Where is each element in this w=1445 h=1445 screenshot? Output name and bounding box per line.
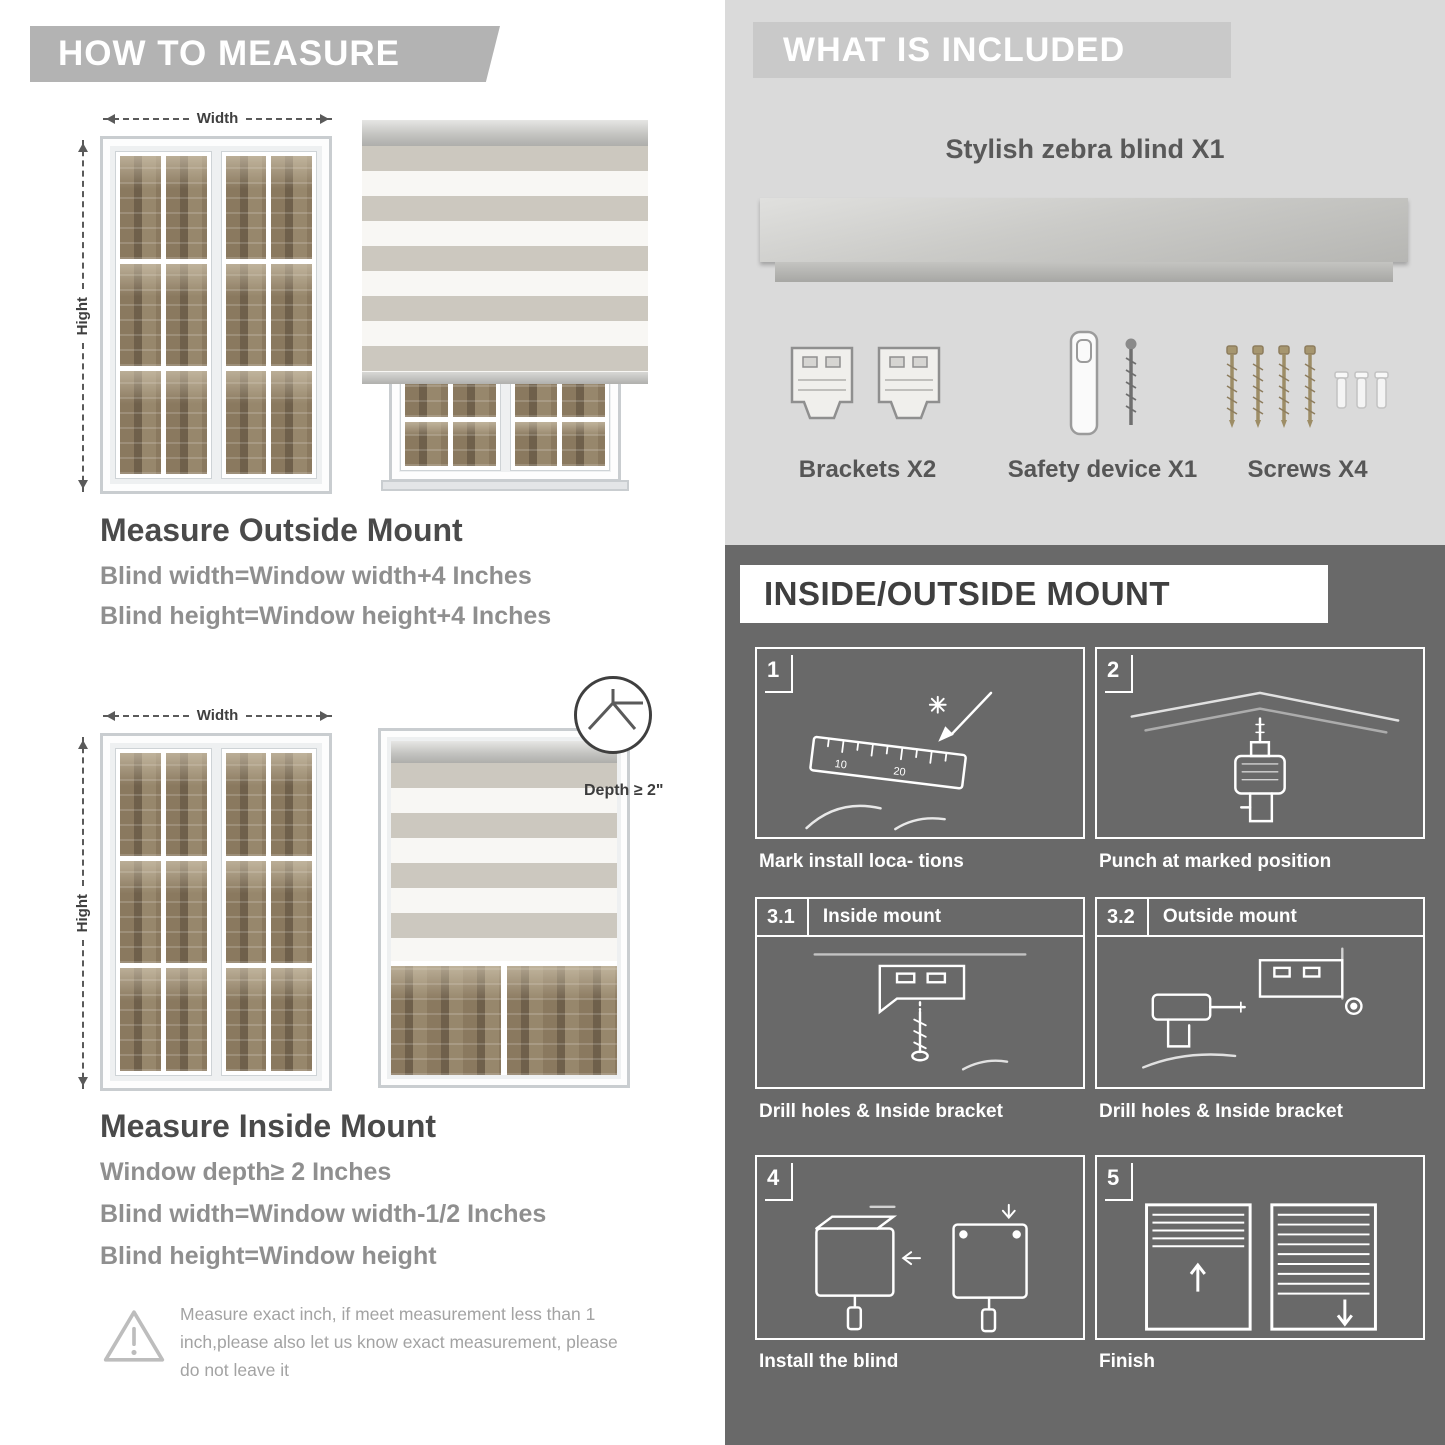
- depth-note: Depth ≥ 2": [584, 782, 664, 799]
- blind-cassette-underside: [775, 262, 1393, 282]
- inside-bracket-illustration: [813, 953, 1027, 1071]
- arrow-line: [77, 343, 88, 493]
- mark-location-illustration: 10 20: [805, 691, 993, 831]
- step-title: Outside mount: [1162, 906, 1297, 927]
- step-1-caption: Mark install loca- tions: [759, 851, 964, 872]
- finish-illustration: [1145, 1203, 1377, 1331]
- inside-mount-formula-height: Blind height=Window height: [100, 1242, 437, 1270]
- svg-text:20: 20: [893, 765, 906, 778]
- outside-mount-formula-width: Blind width=Window width+4 Inches: [100, 562, 532, 590]
- step-header: 3.1 Inside mount: [757, 899, 1083, 937]
- blind-bottom-rail: [362, 372, 648, 384]
- how-to-measure-title: HOW TO MEASURE: [58, 34, 400, 73]
- mount-header: INSIDE/OUTSIDE MOUNT: [740, 565, 1328, 623]
- window-sash: [115, 748, 212, 1076]
- step-panel-4: 4: [755, 1155, 1085, 1340]
- warning-icon: [103, 1310, 165, 1362]
- height-arrow-outside: Hight: [74, 140, 91, 493]
- zebra-blind-outside: [362, 120, 648, 384]
- inside-mount-title: Measure Inside Mount: [100, 1108, 437, 1144]
- arrow-line: [77, 140, 88, 289]
- step-number: 5: [1105, 1163, 1134, 1201]
- step-4-caption: Install the blind: [759, 1351, 899, 1372]
- safety-device-icon: [1069, 330, 1137, 436]
- window-sash: [115, 151, 212, 479]
- step-3-2-caption: Drill holes & Inside bracket: [1099, 1101, 1343, 1122]
- step-5-caption: Finish: [1099, 1351, 1155, 1372]
- safety-device-label: Safety device X1: [1007, 456, 1198, 483]
- what-is-included-title: WHAT IS INCLUDED: [783, 30, 1126, 69]
- window-behind-blind: [389, 356, 621, 482]
- what-is-included-header: WHAT IS INCLUDED: [753, 22, 1231, 78]
- outside-bracket-illustration: [1142, 947, 1363, 1069]
- step-header: 3.2 Outside mount: [1097, 899, 1423, 937]
- zebra-blind-label: Stylish zebra blind X1: [945, 134, 1225, 164]
- window-illustration-outside: [100, 136, 332, 494]
- drill-illustration: [1130, 691, 1400, 823]
- width-arrow-outside: Width: [103, 110, 333, 127]
- step-number: 3.1: [757, 899, 809, 935]
- step-panel-3-1: 3.1 Inside mount: [755, 897, 1085, 1089]
- step-panel-1: 1 10 20: [755, 647, 1085, 839]
- arrow-line: [103, 710, 189, 721]
- blind-cassette: [362, 120, 648, 146]
- arrow-line: [246, 113, 333, 124]
- outside-mount-formula-height: Blind height=Window height+4 Inches: [100, 602, 552, 630]
- step-2-caption: Punch at marked position: [1099, 851, 1332, 872]
- window-sash: [220, 151, 317, 479]
- step-number: 3.2: [1097, 899, 1149, 935]
- zebra-blind-inside-window: [378, 728, 630, 1088]
- step-panel-2: 2: [1095, 647, 1425, 839]
- step-title: Inside mount: [822, 906, 942, 927]
- blind-cassette: [391, 741, 617, 763]
- step-3-1-caption: Drill holes & Inside bracket: [759, 1101, 1003, 1122]
- height-label-inside: Hight: [74, 893, 91, 933]
- mount-instructions-section: INSIDE/OUTSIDE MOUNT 1 10 20: [725, 545, 1445, 1445]
- mount-title: INSIDE/OUTSIDE MOUNT: [764, 575, 1171, 612]
- window-illustration-inside: [100, 733, 332, 1091]
- height-label-outside: Hight: [74, 296, 91, 336]
- blind-stripes: [391, 763, 617, 961]
- arrow-line: [77, 737, 88, 886]
- svg-text:10: 10: [834, 758, 847, 771]
- window-sash: [220, 748, 317, 1076]
- brackets-label: Brackets X2: [798, 456, 937, 483]
- step-panel-3-2: 3.2 Outside mount: [1095, 897, 1425, 1089]
- window-sill: [381, 480, 629, 491]
- arrow-line: [103, 113, 189, 124]
- inside-mount-formula-width: Blind width=Window width-1/2 Inches: [100, 1200, 547, 1228]
- width-arrow-inside: Width: [103, 707, 333, 724]
- arrow-line: [77, 940, 88, 1090]
- what-is-included-section: WHAT IS INCLUDED Stylish zebra blind X1 …: [725, 0, 1445, 545]
- screws-label: Screws X4: [1247, 456, 1368, 483]
- screws-icon: [1225, 344, 1389, 430]
- arrow-line: [246, 710, 333, 721]
- inside-mount-depth-rule: Window depth≥ 2 Inches: [100, 1158, 392, 1186]
- outside-mount-title: Measure Outside Mount: [100, 512, 463, 548]
- width-label-outside: Width: [196, 110, 239, 127]
- step-number: 4: [765, 1163, 794, 1201]
- blind-stripes: [362, 146, 648, 372]
- brackets-icon: [790, 346, 941, 420]
- depth-detail-circle: [574, 676, 652, 754]
- window-lower-panes: [391, 961, 617, 1075]
- how-to-measure-header: HOW TO MEASURE: [30, 26, 500, 82]
- step-number: 1: [765, 655, 794, 693]
- step-panel-5: 5: [1095, 1155, 1425, 1340]
- step-number: 2: [1105, 655, 1134, 693]
- width-label-inside: Width: [196, 707, 239, 724]
- install-blind-illustration: [815, 1203, 1028, 1333]
- height-arrow-inside: Hight: [74, 737, 91, 1090]
- blind-cassette-illustration: [760, 198, 1408, 262]
- measure-warning-text: Measure exact inch, if meet measurement …: [180, 1304, 618, 1380]
- frame-corner-icon: [587, 689, 643, 731]
- window-sash: [509, 367, 610, 471]
